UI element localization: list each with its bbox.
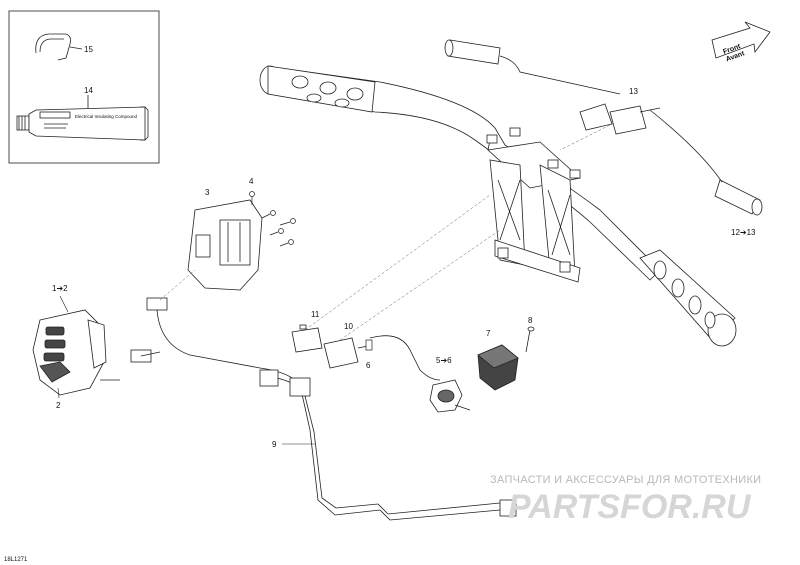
callout-11: 11 [311,310,320,319]
watermark-brand: PARTSFOR.RU [508,488,752,526]
compound-tube-part-14 [16,95,149,141]
housing-part-3 [187,199,263,291]
connector-part-10 [323,337,369,369]
screws-part-4 [249,191,296,247]
callout-6: 6 [366,361,371,370]
leader-lines [159,124,611,341]
pin-part-8 [525,326,535,353]
grip-heater-element [444,39,763,216]
wiring-harness-part-9 [130,297,517,521]
callout-10: 10 [344,322,353,331]
tube-label: Electrical Insulating Compound [75,114,138,119]
switch-part-5 [429,379,471,413]
connector-part-13 [579,103,661,135]
callout-8: 8 [528,316,533,325]
callout-15: 15 [84,45,93,54]
callout-1: 1➔2 [52,284,68,293]
callout-7: 7 [486,329,491,338]
clip-part-15 [35,33,83,61]
callout-2: 2 [56,401,61,410]
reference-code: 18L1271 [4,557,28,563]
callout-14: 14 [84,86,93,95]
callout-12: 12➔13 [731,228,756,237]
right-grip [639,249,737,347]
stem-riser [486,127,581,283]
front-direction-arrow: Front Avant [711,21,771,63]
handlebar-assembly [259,39,763,347]
left-grip [259,65,376,113]
watermark: ЗАПЧАСТИ И АКСЕССУАРЫ ДЛЯ МОТОТЕХНИКИ PA… [490,474,761,526]
terminal-part-6 [365,339,373,351]
switch-housing-part-1 [32,309,120,396]
inset-box: 15 14 Electrical Insulating Compound [8,10,160,164]
button-cap-part-7 [477,344,519,391]
connector-part-11 [291,324,323,353]
callout-4: 4 [249,177,254,186]
watermark-tagline: ЗАПЧАСТИ И АКСЕССУАРЫ ДЛЯ МОТОТЕХНИКИ [490,474,761,486]
callout-5: 5➔6 [436,356,452,365]
callout-13: 13 [629,87,638,96]
callout-9: 9 [272,440,277,449]
callout-3: 3 [205,188,210,197]
